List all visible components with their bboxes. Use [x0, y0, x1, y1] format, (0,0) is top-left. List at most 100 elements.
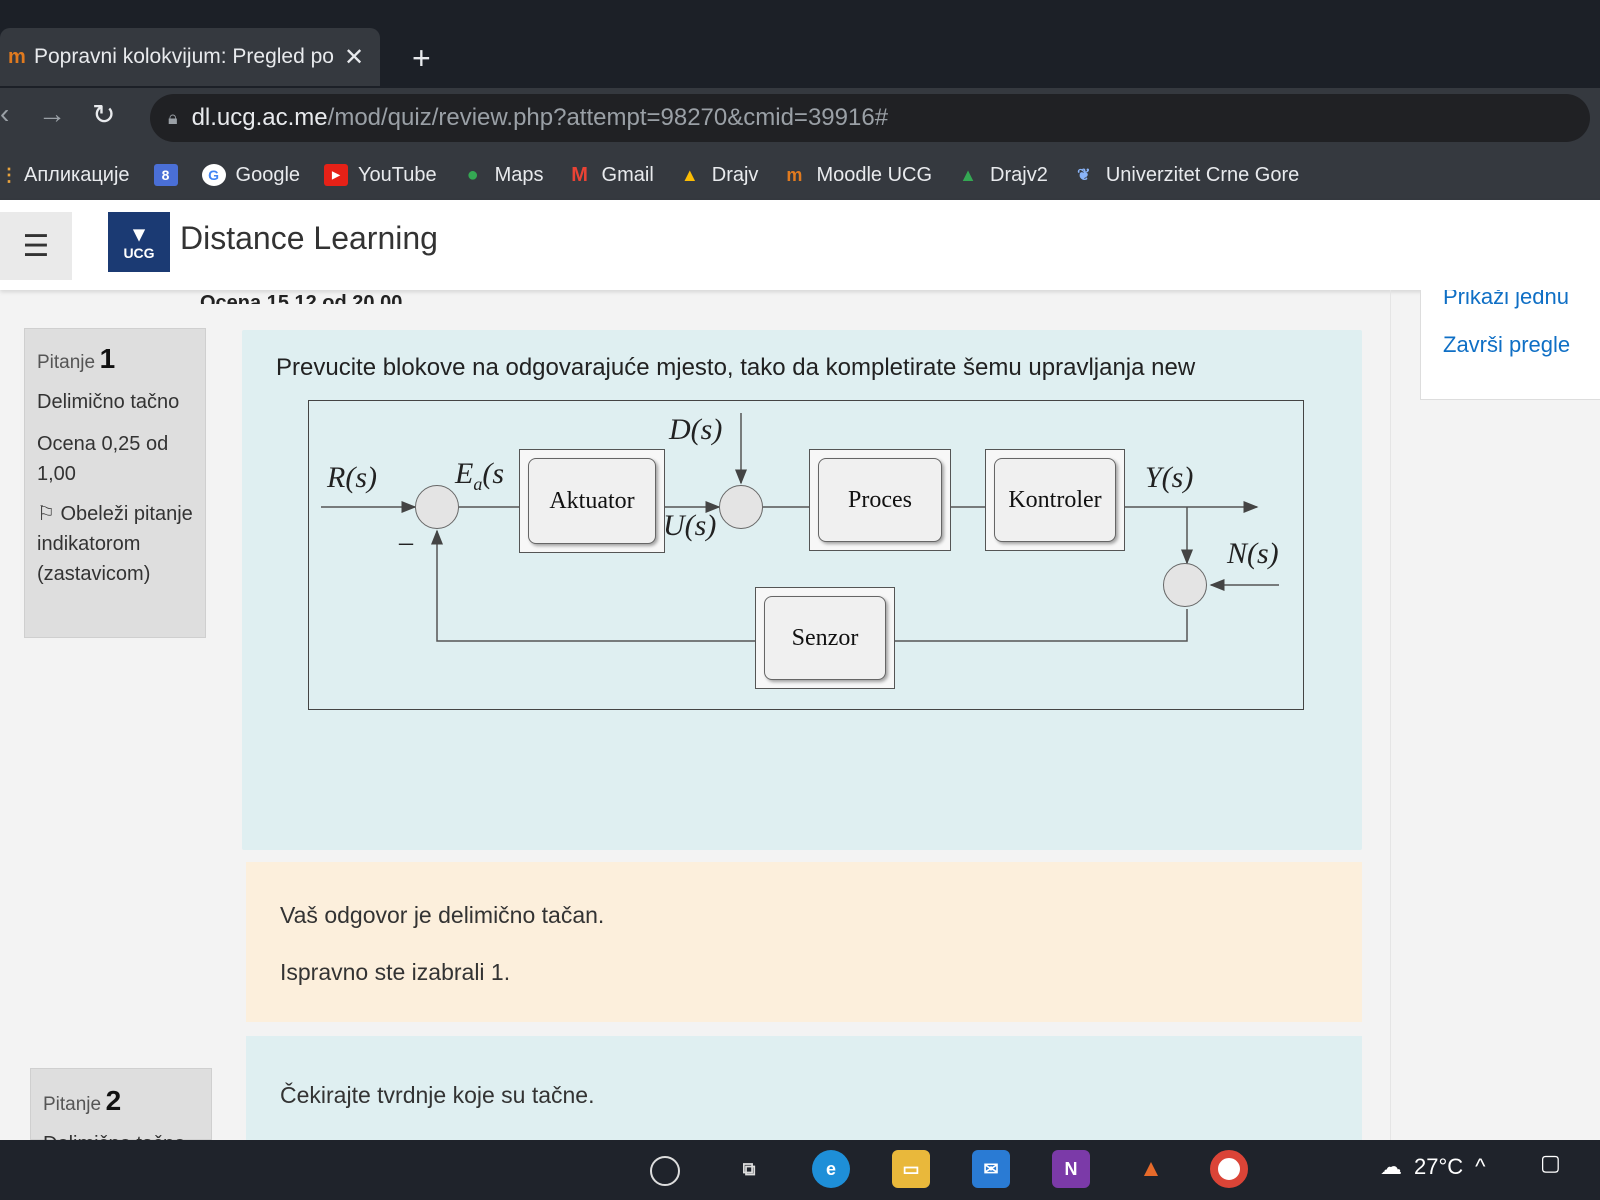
bookmark-google-plus[interactable]: 8	[153, 164, 178, 186]
moodle-page: ☰ ▾ UCG Distance Learning Ocena 15,12 od…	[0, 200, 1600, 1155]
moodle-favicon-icon: m	[8, 45, 26, 68]
summary-grade-partial: Ocena 15,12 od 20,00	[200, 292, 403, 304]
signal-r: R(s)	[327, 461, 377, 494]
bookmark-moodle[interactable]: m Moodle UCG	[782, 164, 932, 187]
bookmark-drive2[interactable]: ▲ Drajv2	[956, 164, 1048, 187]
bookmark-ucg[interactable]: ❦ Univerzitet Crne Gore	[1072, 164, 1299, 187]
forward-arrow-icon[interactable]: →	[38, 98, 66, 129]
bookmark-label: YouTube	[358, 163, 437, 186]
question-state: Delimično tačno	[37, 391, 180, 413]
onenote-icon[interactable]: N	[1052, 1150, 1090, 1188]
google-plus-icon: 8	[153, 164, 178, 186]
signal-n: N(s)	[1227, 537, 1279, 570]
question-grade: Ocena 0,25 od 1,00	[37, 433, 169, 485]
bookmark-gmail[interactable]: M Gmail	[568, 164, 654, 187]
url-path: /mod/quiz/review.php?attempt=98270&cmid=…	[327, 104, 889, 131]
feedback-line-1: Vaš odgovor je delimično tačan.	[280, 902, 605, 928]
dropzone-actuator[interactable]: Aktuator	[519, 449, 665, 553]
question-text: Čekirajte tvrdnje koje su tačne.	[280, 1082, 595, 1108]
apps-grid-icon: ⋮	[0, 164, 18, 185]
bookmarks-bar: ⋮ Апликације 8 G Google ▶ YouTube ● Maps…	[0, 150, 1600, 200]
dropzone-sensor[interactable]: Senzor	[755, 587, 895, 689]
chrome-icon[interactable]	[1210, 1150, 1248, 1188]
temperature: 27°C	[1414, 1154, 1464, 1179]
drag-block-proces[interactable]: Proces	[818, 458, 942, 542]
ucg-logo[interactable]: ▾ UCG	[108, 212, 170, 272]
bookmark-drive[interactable]: ▲ Drajv	[678, 164, 759, 187]
new-tab-button[interactable]: +	[412, 40, 431, 76]
edge-icon[interactable]: e	[812, 1150, 850, 1188]
hamburger-menu-icon[interactable]: ☰	[0, 212, 72, 280]
bookmark-youtube[interactable]: ▶ YouTube	[324, 164, 437, 187]
back-arrow-icon[interactable]: ‹	[0, 98, 10, 129]
question-label: Pitanje	[37, 352, 96, 373]
drag-block-kontroler[interactable]: Kontroler	[994, 458, 1116, 542]
matlab-icon[interactable]: ▲	[1139, 1155, 1163, 1182]
bookmark-maps[interactable]: ● Maps	[461, 164, 544, 187]
task-view-icon[interactable]: ⧉	[742, 1158, 756, 1179]
signal-u: U(s)	[663, 509, 717, 542]
right-column-divider	[1390, 290, 1391, 1140]
bookmark-label: Gmail	[601, 163, 654, 186]
signal-y: Y(s)	[1145, 461, 1194, 494]
gmail-icon: M	[571, 163, 588, 186]
quiz-navigation-block: Prikaži jednu Završi pregle	[1420, 290, 1600, 400]
site-navbar: ☰ ▾ UCG Distance Learning	[0, 200, 1600, 290]
signal-ea-tail: (s	[482, 457, 504, 490]
url-host: dl.ucg.ac.me	[191, 104, 328, 131]
flag-icon: ⚐	[37, 503, 61, 525]
site-title[interactable]: Distance Learning	[180, 220, 438, 256]
google-icon: G	[201, 164, 226, 186]
moodle-icon: m	[786, 164, 803, 185]
bookmark-google[interactable]: G Google	[201, 164, 300, 187]
wire-sensor-feedback	[431, 529, 755, 642]
tab-title: Popravni kolokvijum: Pregled pok	[34, 45, 334, 68]
summing-junction-2	[719, 485, 763, 529]
dropzone-process[interactable]: Proces	[809, 449, 951, 551]
summing-junction-3	[1163, 563, 1207, 607]
question-number: 2	[105, 1085, 122, 1116]
browser-tab-active[interactable]: m Popravni kolokvijum: Pregled pok ✕	[0, 28, 380, 86]
browser-tab-strip: m Popravni kolokvijum: Pregled pok ✕ +	[0, 0, 1600, 88]
logo-text: UCG	[123, 245, 155, 261]
show-one-page-link[interactable]: Prikaži jednu	[1443, 290, 1569, 309]
diagram-wires	[321, 413, 1279, 642]
drive-icon: ▲	[680, 164, 699, 185]
block-diagram: Aktuator Proces Kontroler Senzor R(s) Ea…	[308, 400, 1304, 710]
flag-question-link[interactable]: ⚐ Obeleži pitanje indikatorom (zastavico…	[37, 499, 193, 589]
browser-toolbar: ‹ → ↻ 🔒︎ dl.ucg.ac.me/mod/quiz/review.ph…	[0, 88, 1600, 150]
mail-icon[interactable]: ✉	[972, 1150, 1010, 1188]
bookmark-label: Univerzitet Crne Gore	[1105, 163, 1300, 186]
lock-icon: 🔒︎	[168, 107, 178, 128]
search-icon[interactable]	[650, 1156, 680, 1186]
address-bar[interactable]: 🔒︎ dl.ucg.ac.me/mod/quiz/review.php?atte…	[150, 94, 1590, 142]
question-label: Pitanje	[43, 1094, 102, 1115]
dropzone-controller[interactable]: Kontroler	[985, 449, 1125, 551]
cloud-icon: ☁	[1380, 1154, 1402, 1179]
bookmark-label: Drajv	[711, 163, 759, 186]
signal-d: D(s)	[669, 413, 723, 446]
ucg-icon: ❦	[1077, 167, 1091, 184]
summing-junction-1	[415, 485, 459, 529]
drag-block-aktuator[interactable]: Aktuator	[528, 458, 656, 544]
signal-ea-letter: E	[455, 457, 474, 490]
drive-icon: ▲	[959, 164, 977, 185]
book-icon: ▾	[133, 221, 145, 246]
chevron-up-icon[interactable]: ^	[1475, 1154, 1486, 1179]
weather-widget[interactable]: ☁ 27°C ^	[1380, 1154, 1485, 1180]
reload-icon[interactable]: ↻	[92, 99, 116, 130]
file-explorer-icon[interactable]: ▭	[892, 1150, 930, 1188]
youtube-icon: ▶	[324, 164, 349, 186]
question-formulation-1: Prevucite blokove na odgovarajuće mjesto…	[242, 330, 1362, 850]
windows-taskbar: ⧉ e ▭ ✉ N ▲ ☁ 27°C ^ ▢	[0, 1140, 1600, 1200]
question-number: 1	[99, 343, 116, 374]
feedback-line-2: Ispravno ste izabrali 1.	[280, 959, 511, 985]
wire-sum3-to-sensor	[895, 609, 1188, 642]
notification-icon[interactable]: ▢	[1540, 1150, 1561, 1175]
close-tab-icon[interactable]: ✕	[344, 43, 365, 71]
bookmark-label: Drajv2	[990, 163, 1048, 186]
finish-review-link[interactable]: Završi pregle	[1443, 332, 1571, 357]
bookmark-apps[interactable]: ⋮ Апликације	[0, 163, 130, 187]
bookmark-label: Апликације	[24, 163, 130, 186]
drag-block-senzor[interactable]: Senzor	[764, 596, 886, 680]
